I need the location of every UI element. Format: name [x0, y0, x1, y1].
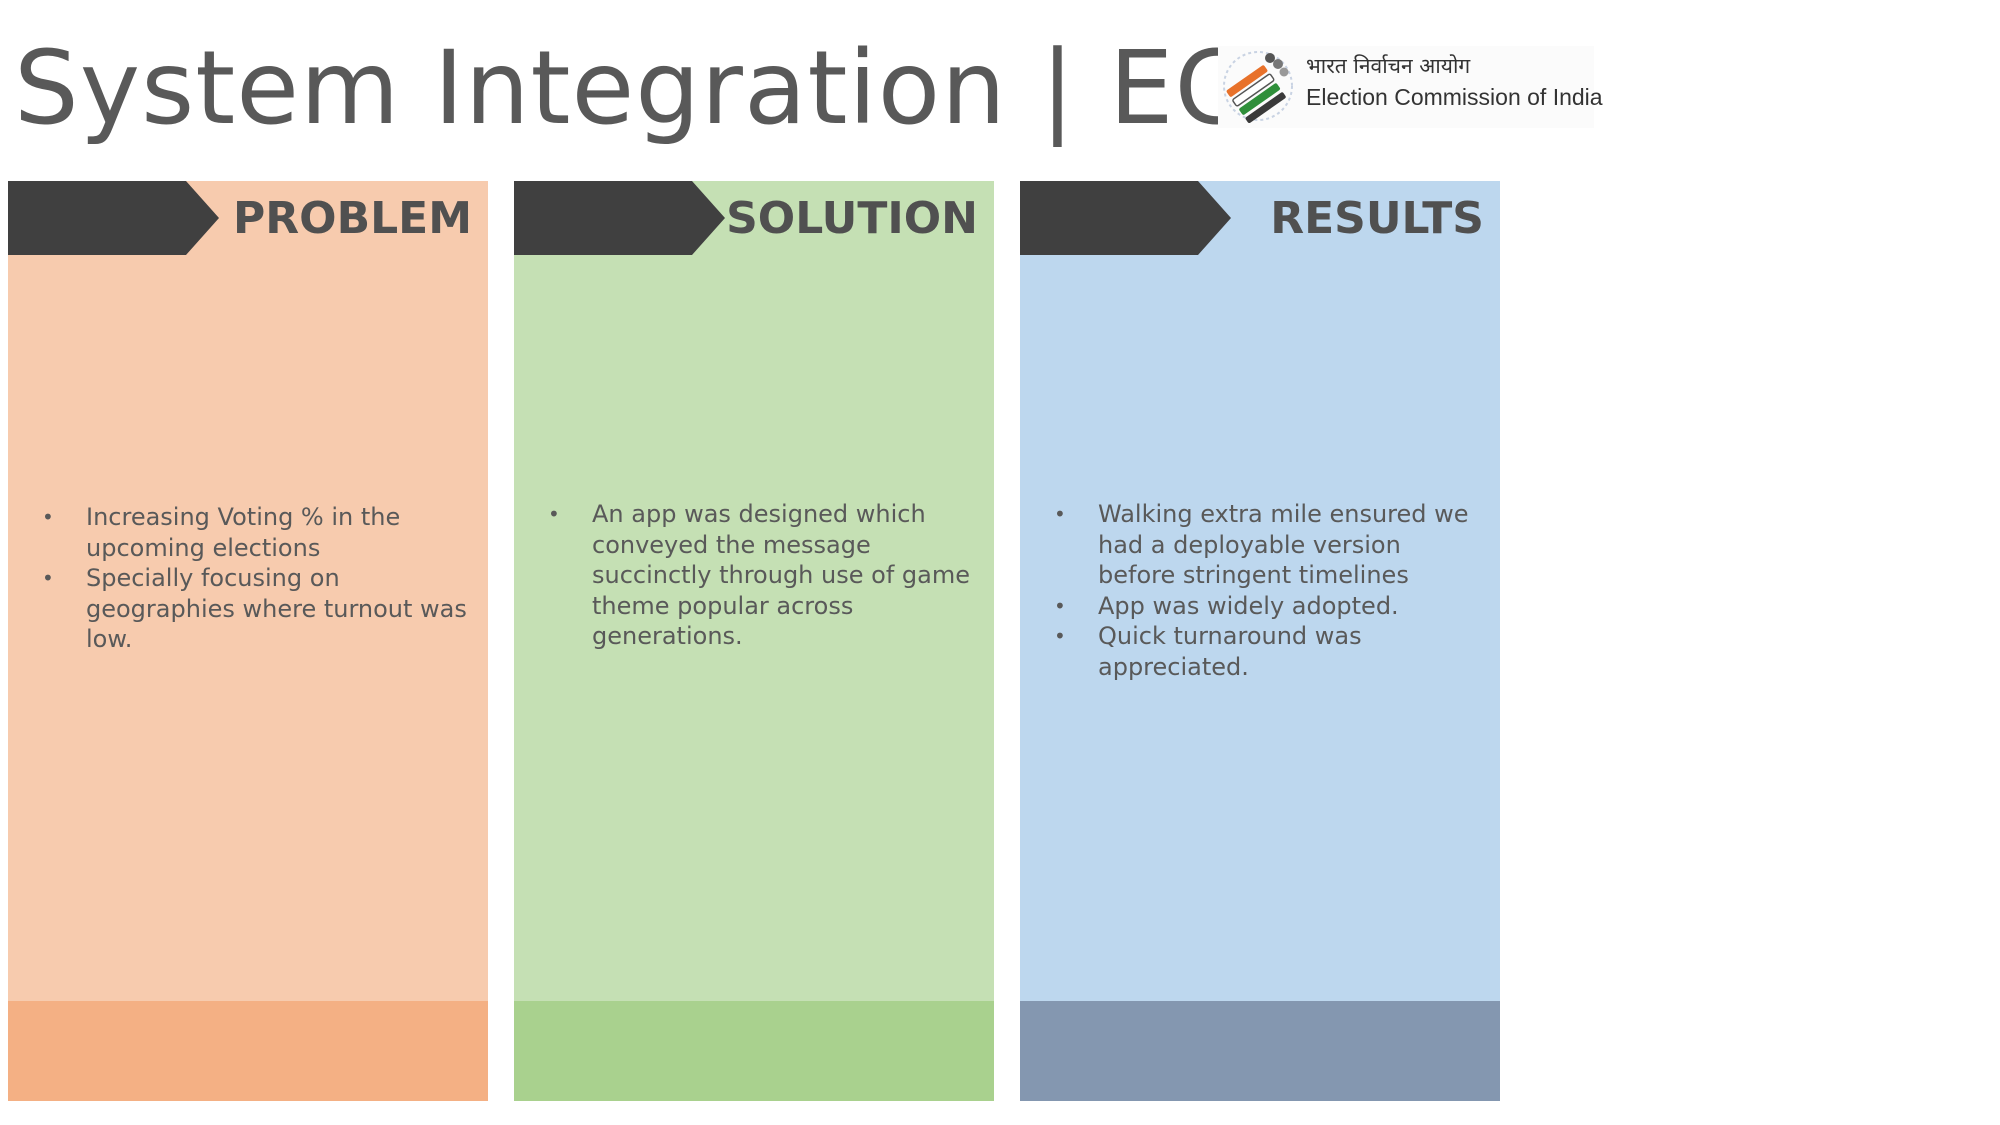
bullet-item: • Specially focusing on geographies where…	[38, 563, 468, 655]
problem-bullet-list: • Increasing Voting % in the upcoming ele…	[38, 502, 468, 655]
bullet-icon: •	[1054, 502, 1066, 526]
chevron-arrow-icon	[514, 181, 725, 255]
bullet-text: Quick turnaround was appreciated.	[1098, 622, 1362, 681]
logo-english-text: Election Commission of India	[1306, 84, 1603, 110]
chevron-arrow-icon	[1020, 181, 1231, 255]
solution-panel-footer	[514, 1001, 994, 1101]
bullet-item: • Increasing Voting % in the upcoming ele…	[38, 502, 468, 563]
results-panel-body	[1020, 181, 1500, 1001]
solution-panel-body	[514, 181, 994, 1001]
bullet-item: • Quick turnaround was appreciated.	[1050, 621, 1480, 682]
solution-heading: SOLUTION	[726, 193, 978, 244]
bullet-text: Increasing Voting % in the upcoming elec…	[86, 503, 401, 562]
problem-heading: PROBLEM	[233, 193, 472, 244]
results-bullet-list: • Walking extra mile ensured we had a dep…	[1050, 499, 1480, 682]
bullet-text: Walking extra mile ensured we had a depl…	[1098, 500, 1469, 589]
logo-hindi-text: भारत निर्वाचन आयोग	[1306, 54, 1471, 78]
bullet-item: • An app was designed which conveyed the …	[544, 499, 974, 652]
solution-panel: SOLUTION • An app was designed which conv…	[514, 181, 994, 1101]
bullet-icon: •	[1054, 593, 1066, 618]
results-panel: RESULTS • Walking extra mile ensured we h…	[1020, 181, 1500, 1101]
solution-bullet-list: • An app was designed which conveyed the …	[544, 499, 974, 652]
bullet-item: • App was widely adopted.	[1050, 591, 1480, 622]
eci-logo: भारत निर्वाचन आयोग Election Commission o…	[1218, 46, 1603, 128]
bullet-icon: •	[42, 566, 54, 590]
bullet-icon: •	[1054, 624, 1066, 648]
ballot-hand-logo-icon	[1223, 51, 1293, 123]
results-heading: RESULTS	[1270, 193, 1484, 244]
bullet-text: An app was designed which conveyed the m…	[592, 500, 970, 650]
bullet-icon: •	[42, 505, 54, 529]
slide-title: System Integration | ECI	[14, 29, 1278, 148]
problem-panel-body	[8, 181, 488, 1001]
bullet-item: • Walking extra mile ensured we had a dep…	[1050, 499, 1480, 591]
problem-panel: PROBLEM • Increasing Voting % in the upco…	[8, 181, 488, 1101]
results-panel-footer	[1020, 1001, 1500, 1101]
problem-panel-footer	[8, 1001, 488, 1101]
bullet-text: Specially focusing on geographies where …	[86, 564, 467, 653]
chevron-arrow-icon	[8, 181, 219, 255]
bullet-icon: •	[548, 502, 560, 526]
bullet-text: App was widely adopted.	[1098, 591, 1399, 620]
